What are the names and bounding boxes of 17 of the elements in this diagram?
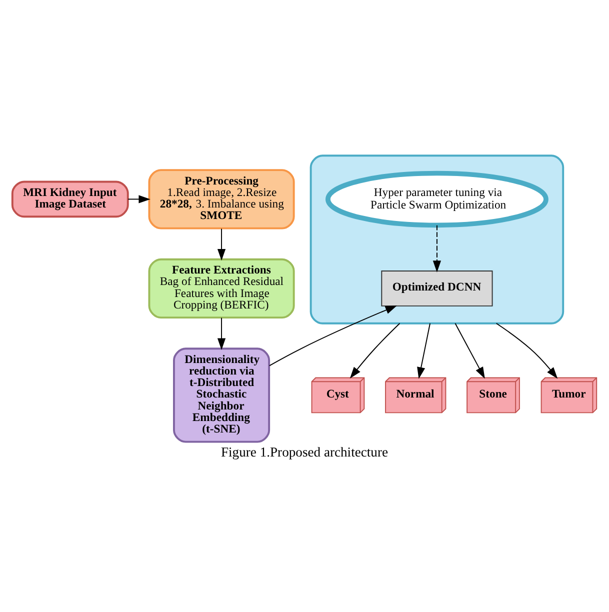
- arrow: [417, 322, 431, 379]
- node-box: Pre-Processing 1.Read image, 2.Resize 28*28, 3. Imbalance using SMOTE: [148, 169, 295, 230]
- arrow: [217, 317, 226, 350]
- arrow: [350, 322, 400, 378]
- arrow: [268, 305, 398, 366]
- node-ellipse: Hyper parameter tuning via Particle Swarm Optimization: [326, 170, 548, 228]
- node-box: MRI Kidney Input Image Dataset: [11, 180, 129, 218]
- arrow: [128, 195, 150, 204]
- cluster: [310, 154, 564, 324]
- node-box: Optimized DCNN: [381, 270, 493, 306]
- node-box: Dimensionality reduction via t-Distributed Stochastic Neighbor Embedding (t-SNE): [173, 348, 270, 443]
- arrow: [454, 322, 485, 379]
- node-box: Feature Extractions Bag of Enhanced Residual Features with Image Cropping (BERFIC): [148, 258, 295, 319]
- caption: Figure 1.Proposed architecture: [220, 444, 388, 460]
- arrow: [432, 224, 442, 272]
- arrow: [496, 322, 558, 379]
- arrow: [217, 228, 226, 261]
